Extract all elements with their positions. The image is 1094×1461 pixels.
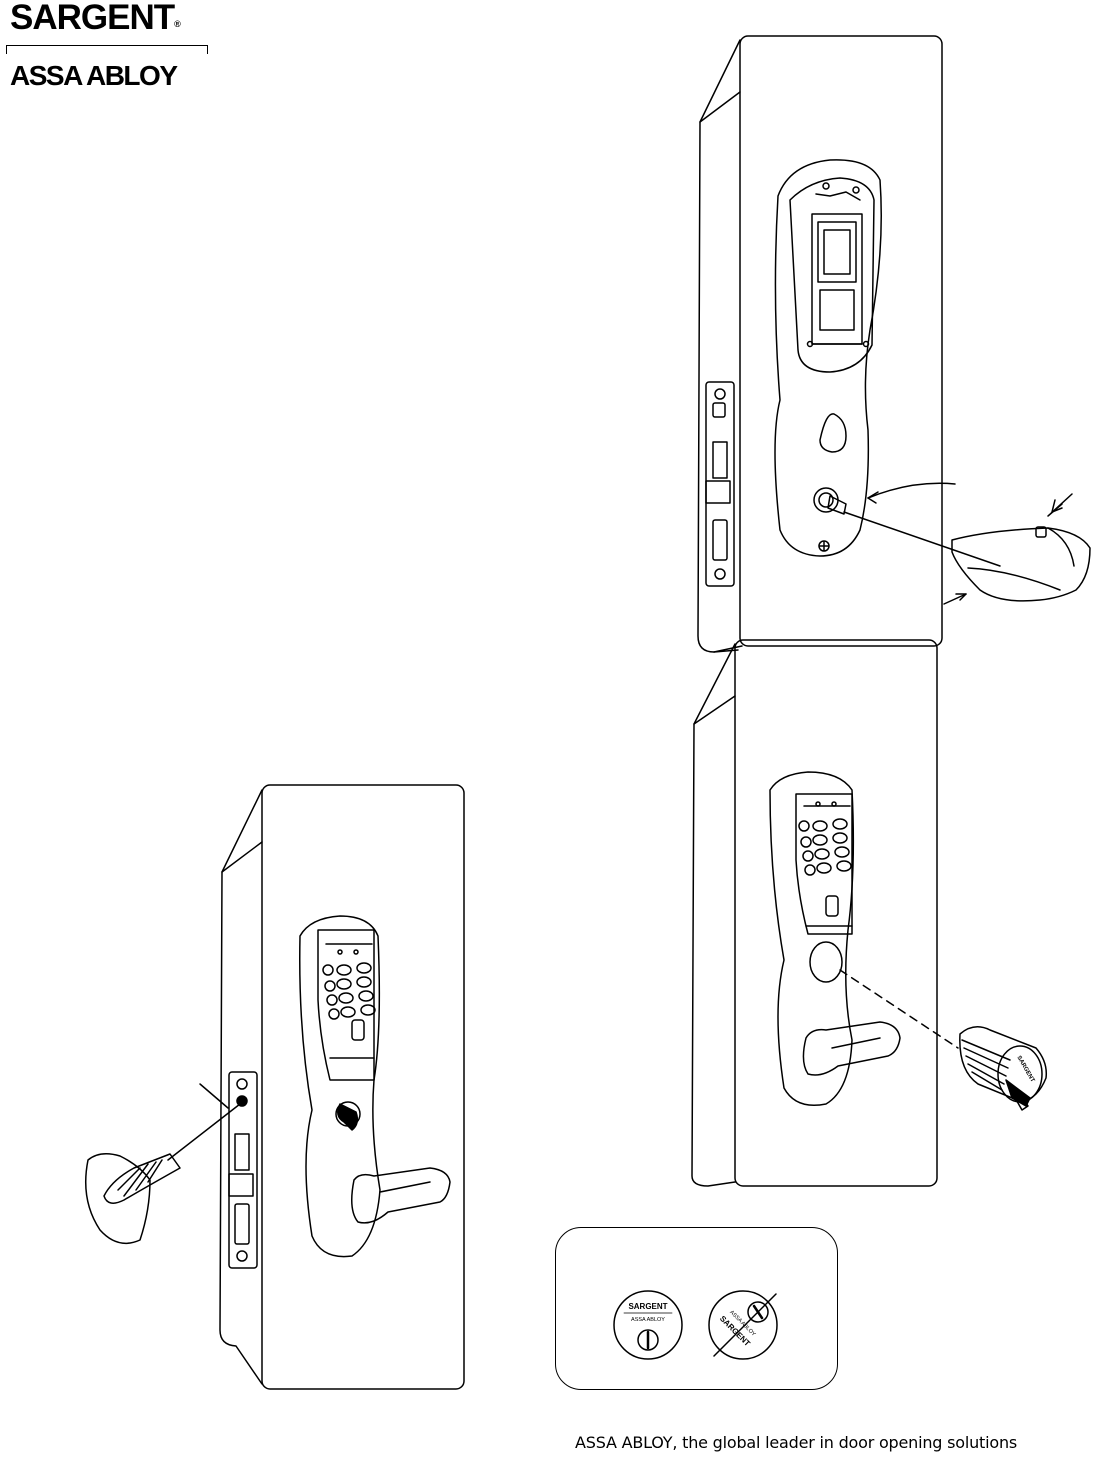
door-edge xyxy=(220,790,262,1384)
key-icon xyxy=(338,1104,358,1130)
keypad-buttons xyxy=(323,963,375,1019)
door-top-right xyxy=(698,36,1090,652)
door-bottom-right xyxy=(692,640,1046,1186)
door-face xyxy=(735,640,937,1186)
lever-handle xyxy=(952,528,1090,601)
cylinder-hole xyxy=(810,942,842,982)
leader-line xyxy=(200,1084,228,1108)
screwdriver-handle xyxy=(104,1154,180,1203)
keypad xyxy=(796,794,852,934)
callout-box xyxy=(555,1227,838,1390)
door-edge xyxy=(692,644,735,1186)
mortise-cylinder xyxy=(960,1027,1046,1110)
keypad-buttons xyxy=(799,819,851,875)
door-bottom-left xyxy=(86,785,464,1389)
keypad-trim xyxy=(300,916,380,1257)
door-face xyxy=(740,36,942,646)
lever-handle xyxy=(352,1168,450,1223)
mortise-cylinder-brand: SARGENT xyxy=(1015,1055,1035,1084)
keypad-trim xyxy=(770,772,853,1105)
door-face xyxy=(262,785,464,1389)
hand-illustration xyxy=(86,1154,150,1244)
footer-tagline: ASSA ABLOY, the global leader in door op… xyxy=(575,1433,1017,1452)
cylinder-hole xyxy=(820,414,846,452)
spindle-hub xyxy=(814,488,838,512)
